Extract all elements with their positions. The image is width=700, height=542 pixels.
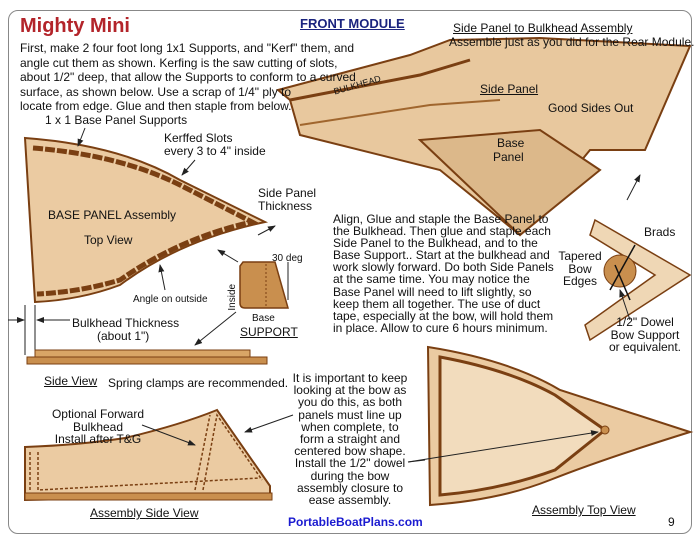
top-view-label: Top View (84, 233, 133, 247)
side-panel-label: Side Panel (480, 82, 539, 96)
forward-line: Optional Forward Bulkhead (51, 407, 145, 434)
side-thickness-label-2: Thickness (258, 199, 313, 213)
brads-label: Brads (644, 225, 676, 239)
intro-line: locate from edge. Glue and then staple f… (20, 99, 292, 113)
support-piece (194, 261, 289, 346)
tapered-line: Bow (568, 261, 592, 276)
note-line: ease assembly. (308, 493, 392, 508)
side-thickness-label-1: Side Panel (258, 186, 317, 200)
note-line: centered bow shape. (294, 444, 406, 459)
note-line: looking at the bow as (293, 383, 407, 398)
support-label: SUPPORT (240, 325, 298, 339)
base-panel-assembly-label: BASE PANEL Assembly (48, 208, 177, 222)
align-line: keep them all together. The use of duct (333, 296, 541, 311)
dowel-line: 1/2" Dowel (616, 315, 674, 329)
base-panel-label-2: Panel (493, 150, 524, 164)
note-line: during the bow (310, 468, 390, 483)
assembly-side-view (24, 408, 426, 502)
align-line: tape, especially at the bow, will hold t… (333, 308, 554, 323)
dowel-line: or equivalent. (608, 340, 682, 354)
dowel-label: 1/2" Dowel Bow Support or equivalent. (605, 316, 685, 354)
tapered-label: Tapered Bow Edges (555, 250, 605, 288)
intro-line: about 1/2" deep, that allow the Supports… (20, 70, 356, 84)
assembly-top-view (407, 345, 694, 507)
dowel-line: Bow Support (610, 327, 680, 342)
intro-line: surface, as shown below. Use a scrap of … (20, 84, 292, 99)
forward-line: Install after T&G (54, 432, 142, 446)
forward-bulkhead-label: Optional Forward Bulkhead Install after … (28, 408, 168, 446)
align-line: work slowly forward. Do both Side Panels (333, 260, 554, 275)
align-line: Base Panel will need to lift slightly, s… (333, 284, 532, 299)
important-note: It is important to keep looking at the b… (285, 372, 415, 506)
section-heading: FRONT MODULE (300, 16, 405, 31)
align-line: Align, Glue and staple the Base Panel to (333, 212, 549, 226)
intro-line: angle cut them as shown. Kerfing is the … (20, 55, 338, 70)
deg-label: 30 deg (272, 253, 303, 264)
supports-label: 1 x 1 Base Panel Supports (45, 113, 188, 127)
align-line: Base Support.. Start at the bulkhead and (333, 248, 550, 263)
bow-detail (584, 174, 692, 342)
align-text: Align, Glue and staple the Base Panel to… (333, 213, 554, 334)
note-line: when complete, to (301, 419, 399, 434)
note-line: panels must line up (298, 407, 402, 422)
note-line: you do this, as both (297, 395, 403, 410)
website-link[interactable]: PortableBoatPlans.com (288, 515, 423, 529)
inside-label: Inside (227, 283, 239, 311)
assembly-heading: Side Panel to Bulkhead Assembly (453, 21, 633, 35)
assembly-top-view-label: Assembly Top View (532, 503, 636, 517)
align-line: Side Panel to the Bulkhead, and to the (333, 236, 538, 251)
clamps-note: Spring clamps are recommended. (108, 376, 289, 390)
tapered-line: Tapered (558, 249, 602, 263)
base-panel-top-view (8, 127, 276, 355)
side-panel-bulkhead-assembly (275, 36, 692, 237)
side-view-label: Side View (44, 374, 98, 388)
note-line: It is important to keep (292, 371, 408, 385)
note-line: form a straight and (299, 432, 401, 447)
align-line: at the same time. You may notice the (333, 272, 530, 287)
good-sides-label: Good Sides Out (548, 101, 634, 115)
doc-title: Mighty Mini (20, 15, 130, 37)
assembly-side-view-label: Assembly Side View (90, 506, 199, 520)
page-border (8, 10, 692, 534)
kerf-label-2: every 3 to 4" inside (164, 144, 266, 158)
base-label: Base (252, 313, 275, 324)
tapered-line: Edges (562, 274, 598, 288)
page-number: 9 (668, 515, 675, 529)
align-line: in place. Allow to cure 6 hours minimum. (333, 320, 548, 335)
base-panel-label-1: Base (497, 136, 525, 150)
align-line: the Bulkhead. Then glue and staple each (333, 224, 551, 239)
assembly-subtitle: Assemble just as you did for the Rear Mo… (449, 35, 695, 49)
note-line: assembly closure to (296, 480, 404, 495)
kerf-label-1: Kerffed Slots (164, 131, 233, 145)
bulkhead-thickness-2: (about 1") (97, 329, 150, 343)
intro-line: First, make 2 four foot long 1x1 Support… (20, 41, 355, 55)
bulkhead-thickness-1: Bulkhead Thickness (72, 316, 180, 330)
side-view-strip (26, 349, 268, 365)
note-line: Install the 1/2" dowel (294, 456, 406, 471)
angle-label: Angle on outside (133, 294, 208, 305)
